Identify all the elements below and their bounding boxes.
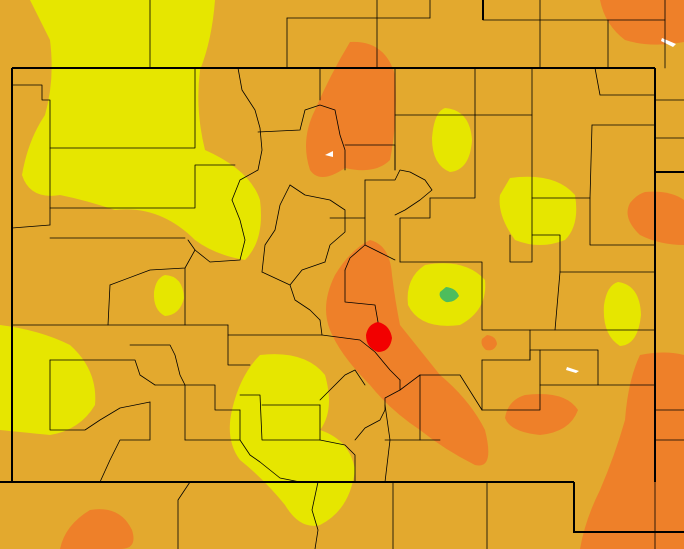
county-line [11, 224, 51, 229]
low-zone-northwest [22, 0, 261, 260]
county-line [49, 359, 151, 431]
no-data-mark [325, 151, 333, 157]
county-line [429, 114, 476, 199]
county-line [194, 199, 246, 263]
low-zone-northeast [499, 176, 577, 245]
county-line [239, 439, 301, 483]
county-line [177, 481, 191, 549]
county-line [257, 104, 346, 171]
county-line [184, 384, 241, 411]
high-zone-southwest-corner [60, 509, 134, 549]
county-line [344, 217, 366, 271]
county-line [319, 369, 366, 401]
county-line [129, 344, 186, 386]
county-boundaries [11, 0, 684, 549]
high-zones [60, 0, 684, 549]
county-line [311, 481, 319, 549]
county-line [187, 239, 196, 251]
high-zone-north [306, 41, 396, 178]
county-line [419, 374, 483, 411]
county-line [594, 67, 656, 96]
county-line [227, 324, 251, 366]
county-line [289, 261, 326, 286]
state-line-oklahoma [573, 482, 684, 533]
county-line [319, 319, 323, 336]
county-line [509, 234, 533, 263]
county-line [239, 394, 321, 441]
county-line [49, 359, 156, 386]
county-line [529, 349, 656, 386]
high-zone-front-range [326, 240, 489, 466]
high-zone-small-dot [481, 335, 497, 351]
county-line [11, 84, 51, 226]
county-line [589, 197, 656, 246]
county-line [49, 164, 236, 209]
no-data-mark [566, 367, 579, 373]
low-zone-west [0, 325, 96, 435]
county-line [319, 439, 356, 483]
county-line [261, 184, 291, 273]
low-zone-central-small [153, 275, 184, 316]
county-line [399, 197, 431, 263]
very-high-zone [366, 322, 392, 352]
county-line [531, 197, 561, 273]
county-line [364, 169, 433, 216]
county-line [197, 67, 263, 201]
county-line [49, 67, 196, 149]
high-zone-southeast [580, 352, 684, 549]
county-line [344, 269, 379, 323]
county-line [321, 334, 401, 381]
county-line [481, 384, 541, 411]
county-line [99, 401, 151, 483]
county-line [399, 261, 531, 361]
county-line [109, 249, 196, 286]
county-line [261, 271, 321, 321]
county-line [364, 244, 396, 261]
low-zone-north-central [432, 108, 472, 172]
county-line [289, 184, 346, 263]
high-zone-south-east-small [505, 394, 578, 435]
high-zone-northeast-corner [600, 0, 684, 45]
county-line [354, 389, 401, 441]
state-boundaries [0, 0, 684, 533]
minimal-zone [439, 287, 459, 303]
